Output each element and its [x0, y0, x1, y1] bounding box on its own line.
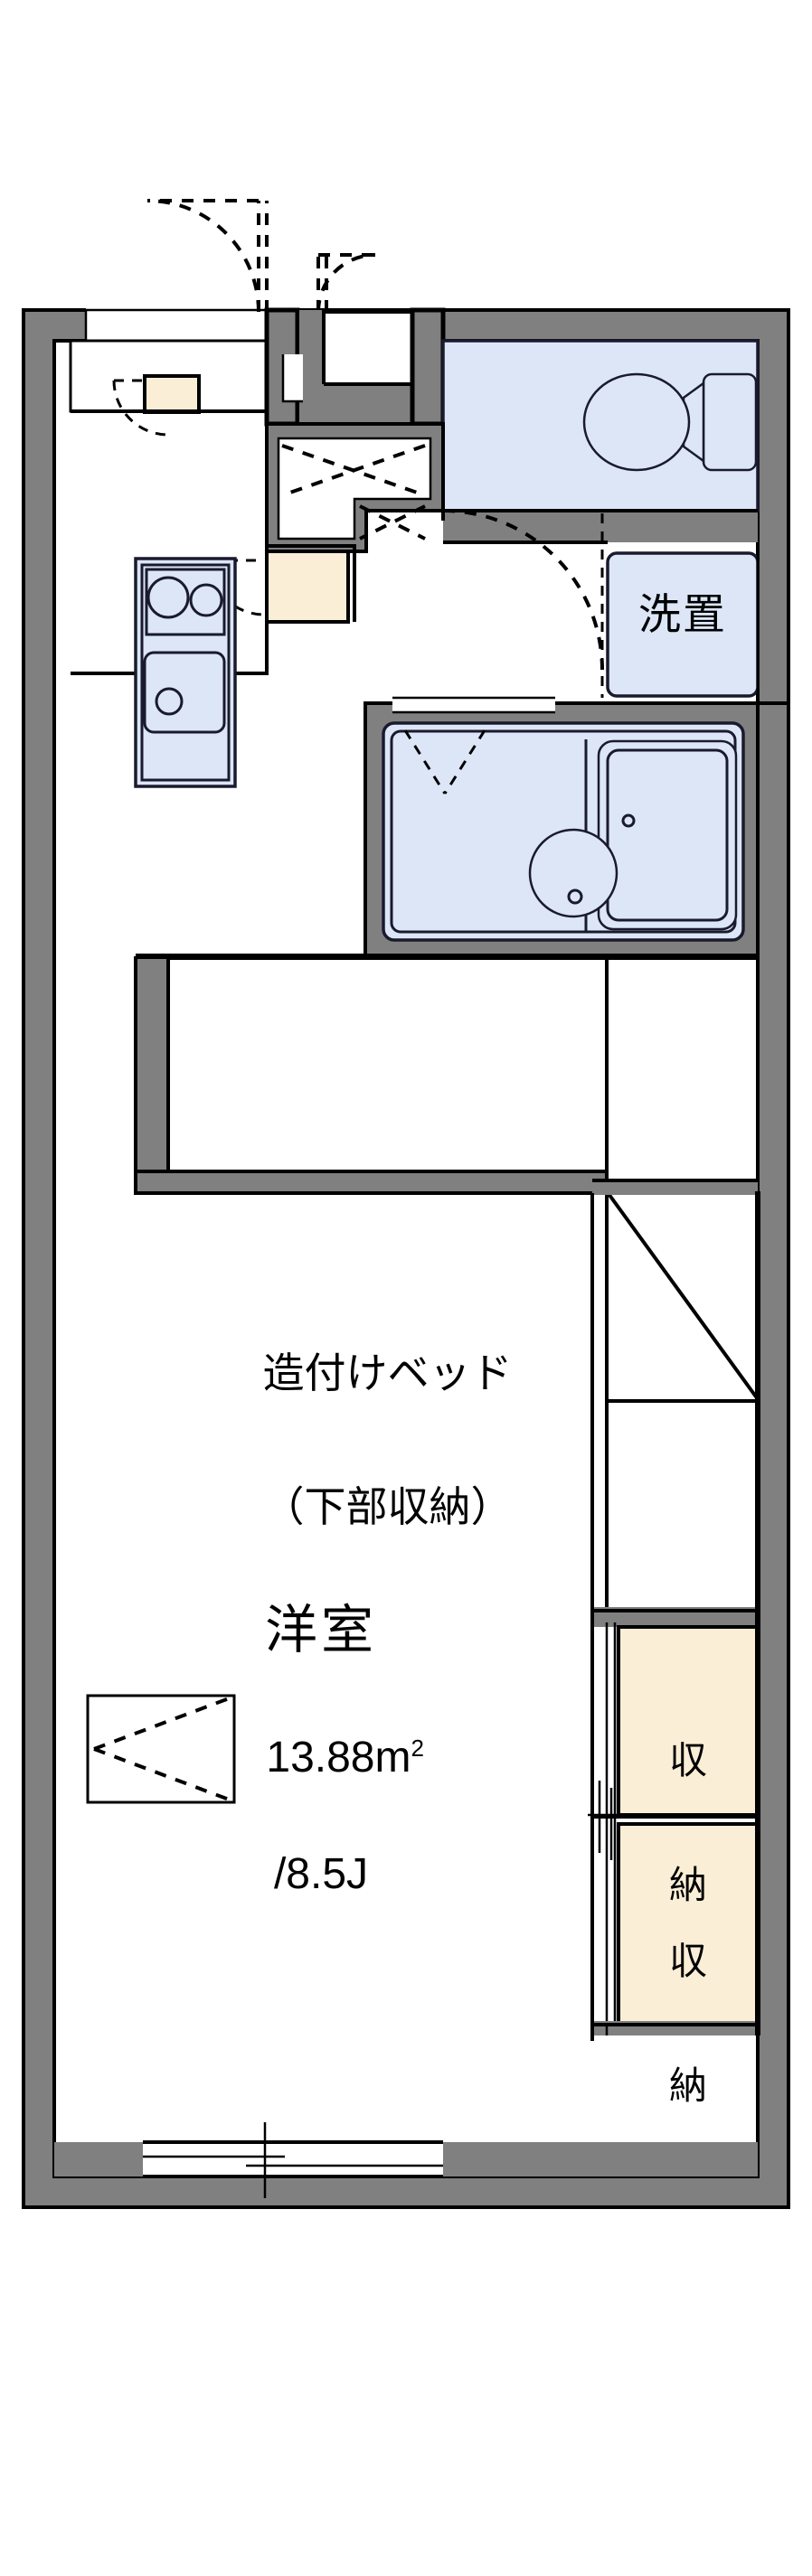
main-room-area-metric: 13.88m [266, 1734, 411, 1782]
bath-sink-fixture [528, 828, 618, 918]
closet-upper-label: 収 納 [618, 1661, 758, 1946]
closet-lower-line1: 収 [668, 1940, 707, 1983]
closet-upper-line2: 納 [668, 1864, 707, 1907]
closet-upper-box [617, 1625, 760, 1817]
closet-lower-label: 収 納 [618, 1862, 758, 2147]
main-room-label: 洋室 13.88m2 /8.5J [163, 1573, 479, 1913]
kitchen-counter [134, 557, 237, 788]
main-room-area: 13.88m2 [163, 1690, 479, 1827]
built-in-bed-line2: （下部収納） [262, 1483, 513, 1531]
closet-lower-line2: 納 [668, 2064, 707, 2108]
washer-space-label: 洗置 [638, 590, 727, 638]
stove-burner-left [146, 576, 190, 619]
main-room-tatami: /8.5J [273, 1849, 369, 1898]
toilet-fixture [582, 372, 758, 472]
kitchen-sink [143, 651, 226, 734]
main-room-name: 洋室 [264, 1600, 377, 1659]
closet-upper-line1: 収 [668, 1739, 707, 1782]
bathtub-fixture [597, 739, 738, 931]
main-room-area-superscript: 2 [411, 1735, 424, 1763]
built-in-bed-line1: 造付けベッド [262, 1349, 513, 1396]
stove-burner-right [189, 583, 223, 617]
built-in-bed-label: 造付けベッド （下部収納） [168, 1264, 607, 1573]
